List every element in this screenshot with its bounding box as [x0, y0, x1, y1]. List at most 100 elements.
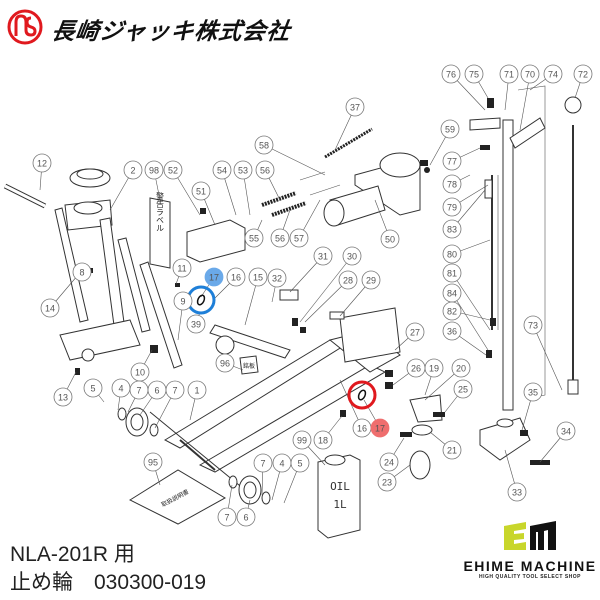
callout: 71 [499, 64, 519, 84]
callout-circle [338, 270, 358, 290]
callout-number: 82 [447, 307, 457, 317]
callout-17-red: 17 [370, 418, 390, 438]
leader-line [263, 144, 326, 176]
leader-line [299, 255, 353, 323]
callout: 53 [233, 160, 253, 180]
callout-number: 25 [458, 385, 468, 395]
callout: 37 [345, 97, 365, 117]
callout-number: 79 [447, 203, 457, 213]
callout-number: 71 [504, 70, 514, 80]
callout-number: 99 [297, 436, 307, 446]
callout-number: 23 [382, 478, 392, 488]
callout-circle [212, 160, 232, 180]
callout-number: 13 [58, 393, 68, 403]
callout-number: 33 [512, 488, 522, 498]
callout-number: 35 [528, 388, 538, 398]
callout-number: 75 [469, 70, 479, 80]
callout: 83 [442, 219, 462, 239]
callout: 31 [313, 246, 333, 266]
callout-circle [556, 421, 576, 441]
callout: 4 [272, 453, 292, 473]
warning-label-text: 警告ラベル [156, 191, 165, 232]
callout-number: 31 [318, 252, 328, 262]
callout: 19 [424, 358, 444, 378]
callout-number: 54 [217, 166, 227, 176]
callout: 33 [507, 482, 527, 502]
callout-circle [270, 228, 290, 248]
callout-circle [520, 64, 540, 84]
callout-number: 18 [318, 436, 328, 446]
callout-circle [248, 267, 268, 287]
callout: 34 [556, 421, 576, 441]
callout-number: 81 [447, 269, 457, 279]
callout: 7 [129, 380, 149, 400]
callout: 16 [352, 418, 372, 438]
callout-circle [442, 174, 462, 194]
lift-arm-assembly: 警告ラベル [3, 168, 183, 375]
leader-line [451, 292, 489, 351]
callout: 6 [236, 507, 256, 527]
callout: 98 [144, 160, 164, 180]
callout-number: 5 [297, 459, 302, 469]
callout: 4 [111, 378, 131, 398]
callout: 80 [442, 244, 462, 264]
callout-number: 24 [384, 458, 394, 468]
callout-circle [380, 229, 400, 249]
snap-ring-part [196, 294, 206, 306]
callout-circle [345, 97, 365, 117]
callout-circle [442, 151, 462, 171]
callout-number: 56 [260, 166, 270, 176]
callout-circle [451, 358, 471, 378]
callout-number: 15 [253, 273, 263, 283]
callout-number: 77 [447, 157, 457, 167]
callout-circle [233, 160, 253, 180]
callout-number: 10 [135, 368, 145, 378]
callout-number: 17 [209, 273, 219, 283]
callout: 59 [440, 119, 460, 139]
callout-number: 7 [224, 513, 229, 523]
callout-circle [173, 291, 193, 311]
callout-circle [573, 64, 593, 84]
callout-number: 37 [350, 103, 360, 113]
callout: 30 [342, 246, 362, 266]
callout: 39 [186, 314, 206, 334]
callout-number: 59 [445, 125, 455, 135]
callout: 72 [573, 64, 593, 84]
callout-circle [186, 314, 206, 334]
callout: 77 [442, 151, 462, 171]
callout: 18 [313, 430, 333, 450]
callout-circle [254, 135, 274, 155]
callout-number: 30 [347, 252, 357, 262]
callout: 2 [123, 160, 143, 180]
callout-circle [441, 64, 461, 84]
callout: 1 [187, 380, 207, 400]
callout: 13 [53, 387, 73, 407]
callout-17-blue: 17 [204, 267, 224, 287]
callout-number: 53 [238, 166, 248, 176]
callout: 29 [361, 270, 381, 290]
callout-circle [440, 119, 460, 139]
callout: 55 [244, 228, 264, 248]
callout: 82 [442, 301, 462, 321]
nameplate-text: 銘板 [243, 362, 255, 370]
callout: 25 [453, 379, 473, 399]
company-name: 長崎ジャッキ株式会社 [49, 19, 293, 45]
callout: 57 [289, 228, 309, 248]
callout-number: 7 [136, 386, 141, 396]
callout-circle [32, 153, 52, 173]
callout: 10 [130, 362, 150, 382]
callout-number: 39 [191, 320, 201, 330]
callout-circle [442, 301, 462, 321]
callout-circle [253, 453, 273, 473]
callout-number: 84 [447, 289, 457, 299]
callout-circle [144, 160, 164, 180]
callout-number: 52 [168, 166, 178, 176]
callout-circle [72, 262, 92, 282]
part-caption: 止め輪 030300-019 [10, 571, 207, 594]
callout-number: 12 [37, 159, 47, 169]
callout: 7 [165, 380, 185, 400]
pump-unit [186, 127, 430, 263]
callout-circle [143, 452, 163, 472]
callout-number: 17 [375, 424, 385, 434]
handle-assembly [420, 85, 582, 465]
